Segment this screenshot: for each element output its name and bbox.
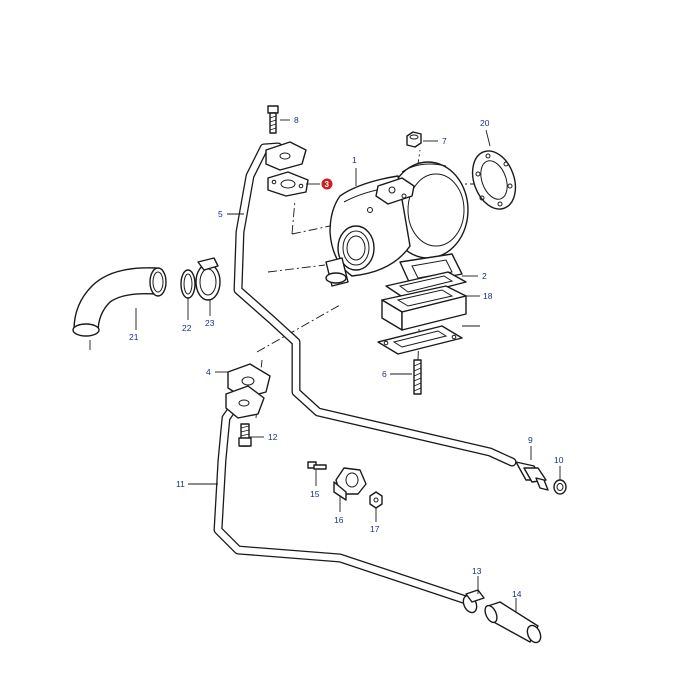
callout-5: 5 <box>218 209 223 219</box>
clamp-ring-22 <box>180 269 196 299</box>
callout-18: 18 <box>483 291 493 301</box>
callout-2: 2 <box>482 271 487 281</box>
nut-17 <box>369 491 383 509</box>
hose-14 <box>484 601 542 644</box>
pipe-flange-upper <box>265 141 307 171</box>
callout-13: 13 <box>472 566 482 576</box>
callout-8: 8 <box>294 115 299 125</box>
callout-12: 12 <box>268 432 278 442</box>
callout-14: 14 <box>512 589 522 599</box>
callout-17: 17 <box>370 524 380 534</box>
callout-16: 16 <box>334 515 344 525</box>
union-fitting-9 <box>515 461 549 491</box>
pipe-flange-lower <box>225 385 265 419</box>
gasket-2 <box>385 271 467 299</box>
nut-7 <box>406 131 422 148</box>
callout-3-highlight: 3 <box>321 178 333 190</box>
callout-22: 22 <box>182 323 192 333</box>
washer-10 <box>553 479 567 495</box>
spacer-block-18 <box>381 285 467 331</box>
screw-15 <box>307 461 327 470</box>
gasket-ring-20 <box>471 150 517 210</box>
hose-clamp-23 <box>195 257 221 301</box>
gasket-3 <box>267 171 309 197</box>
callout-7: 7 <box>442 136 447 146</box>
turbocharger-1 <box>325 161 469 287</box>
callout-6: 6 <box>382 369 387 379</box>
bolt-12 <box>238 423 252 447</box>
oil-feed-pipe-upper <box>233 142 517 467</box>
callout-21: 21 <box>129 332 139 342</box>
gasket-19 <box>377 325 463 355</box>
callout-labels: 8 7 1 20 3 5 2 18 6 4 12 9 10 11 15 16 1… <box>129 115 564 599</box>
elbow-hose-21 <box>72 267 167 337</box>
callout-15-screw: 15 <box>310 489 320 499</box>
callout-9: 9 <box>528 435 533 445</box>
bolt-8 <box>267 105 279 134</box>
callout-3: 3 <box>325 180 330 189</box>
callout-20: 20 <box>480 118 490 128</box>
callout-10: 10 <box>554 455 564 465</box>
callout-4: 4 <box>206 367 211 377</box>
stud-6 <box>413 359 422 395</box>
callout-11: 11 <box>176 479 185 489</box>
bracket-clamp-16 <box>333 467 367 501</box>
hose-clamp-13 <box>462 589 485 614</box>
callout-23: 23 <box>205 318 215 328</box>
callout-1: 1 <box>352 155 357 165</box>
oil-return-pipe-lower <box>213 393 471 605</box>
leader-lines <box>89 119 561 612</box>
